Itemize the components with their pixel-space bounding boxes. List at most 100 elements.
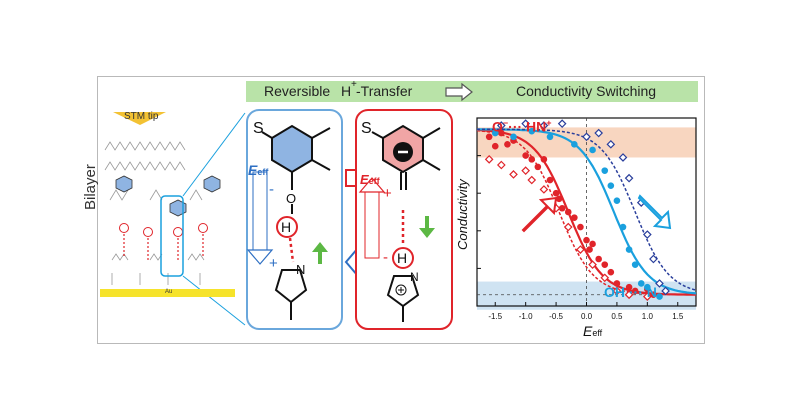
data-point bbox=[607, 268, 615, 276]
data-point bbox=[577, 223, 584, 231]
eeff-right: Eeff bbox=[360, 172, 380, 187]
proton-circle-left bbox=[276, 216, 298, 238]
data-point bbox=[484, 155, 494, 164]
plus-right: + bbox=[383, 185, 392, 202]
zoom-line-top bbox=[182, 112, 246, 197]
proton-left: H bbox=[281, 219, 292, 235]
data-point bbox=[583, 236, 590, 244]
nitrogen-left: N bbox=[296, 262, 306, 277]
x-tick-label: -1.0 bbox=[519, 312, 533, 321]
banner-plus: + bbox=[351, 79, 357, 90]
data-point bbox=[656, 293, 663, 300]
data-point bbox=[539, 121, 549, 130]
field-arrow-right-icon bbox=[358, 177, 386, 193]
data-point bbox=[558, 204, 566, 212]
data-point bbox=[606, 139, 616, 149]
data-point bbox=[496, 160, 506, 170]
data-point bbox=[540, 156, 548, 163]
increase-arrow-icon bbox=[521, 196, 558, 233]
data-point bbox=[625, 246, 633, 253]
data-point bbox=[546, 133, 554, 141]
data-point bbox=[485, 133, 493, 141]
data-point bbox=[571, 141, 578, 148]
data-point bbox=[601, 261, 609, 268]
data-point bbox=[582, 132, 591, 142]
data-point bbox=[528, 156, 536, 163]
data-point bbox=[522, 152, 529, 159]
data-point bbox=[595, 255, 602, 263]
eeff-left: Eeff bbox=[248, 162, 269, 178]
banner-arrow-icon bbox=[445, 82, 473, 102]
x-axis-label: Eeff bbox=[583, 323, 603, 339]
data-point bbox=[631, 287, 639, 295]
bilayer-schematic bbox=[104, 141, 205, 285]
data-point bbox=[612, 286, 622, 296]
data-point bbox=[642, 292, 652, 301]
label-hydroxyl-nitrogen: OH ··· N bbox=[604, 284, 657, 300]
data-point bbox=[504, 141, 511, 148]
data-point bbox=[534, 163, 542, 171]
data-point bbox=[594, 128, 604, 138]
neutral-phenol-ring bbox=[261, 124, 331, 214]
data-point bbox=[655, 279, 664, 288]
data-point bbox=[649, 254, 658, 264]
decrease-arrow-icon bbox=[637, 194, 672, 230]
zwitterion-state-box bbox=[355, 109, 453, 330]
stm-tip-label: STM tip bbox=[124, 111, 159, 122]
schematic-hbond-lines bbox=[123, 234, 204, 262]
y-axis-label: Conductivity bbox=[455, 179, 470, 250]
field-arrow-left-box bbox=[252, 171, 268, 253]
banner-h: H bbox=[341, 83, 352, 99]
data-point bbox=[527, 175, 537, 185]
imidazole-left bbox=[274, 269, 308, 320]
schematic-blue-rings bbox=[115, 175, 221, 217]
green-down-arrow-icon bbox=[419, 216, 435, 238]
data-point bbox=[644, 283, 651, 291]
data-point bbox=[491, 129, 499, 137]
proton-circle-right bbox=[392, 247, 414, 269]
gold-substrate bbox=[100, 289, 235, 297]
x-tick-label: 1.5 bbox=[672, 312, 684, 321]
banner-conductivity: Conductivity Switching bbox=[516, 83, 657, 99]
data-point bbox=[631, 261, 639, 268]
sulfur-right: S bbox=[361, 120, 372, 137]
data-point bbox=[618, 153, 628, 162]
oxygen-left: O bbox=[286, 191, 297, 206]
data-point bbox=[619, 223, 627, 231]
green-up-arrow-icon bbox=[312, 242, 328, 264]
data-point bbox=[509, 170, 518, 179]
data-point bbox=[510, 133, 517, 141]
field-arrow-left-icon bbox=[246, 249, 274, 265]
stm-tip-icon bbox=[113, 112, 166, 125]
data-point bbox=[576, 245, 585, 254]
data-point bbox=[625, 283, 633, 291]
x-tick-label: 0.0 bbox=[581, 312, 593, 321]
data-point bbox=[661, 286, 670, 296]
data-point bbox=[528, 127, 536, 135]
x-tick-label: 1.0 bbox=[642, 312, 654, 321]
data-point bbox=[586, 246, 593, 253]
data-point bbox=[521, 119, 531, 128]
data-point bbox=[589, 146, 596, 154]
data-point bbox=[624, 173, 634, 183]
data-point bbox=[539, 185, 549, 194]
minus-left: - bbox=[269, 181, 274, 198]
data-point bbox=[496, 121, 506, 130]
plus-left: + bbox=[269, 255, 278, 272]
data-point bbox=[613, 280, 621, 287]
data-point bbox=[588, 260, 597, 269]
data-point bbox=[650, 291, 657, 299]
data-point bbox=[552, 189, 560, 197]
data-point bbox=[589, 240, 596, 248]
highlight-box bbox=[160, 195, 184, 277]
data-point bbox=[607, 182, 615, 189]
data-point bbox=[642, 230, 652, 239]
zoom-line-bottom bbox=[182, 275, 246, 326]
au-label: Au bbox=[165, 289, 173, 295]
data-point bbox=[601, 167, 609, 174]
data-point bbox=[564, 208, 572, 216]
label-oxide-ammonium: O−··· HN+ bbox=[492, 118, 552, 135]
data-point bbox=[613, 197, 621, 205]
